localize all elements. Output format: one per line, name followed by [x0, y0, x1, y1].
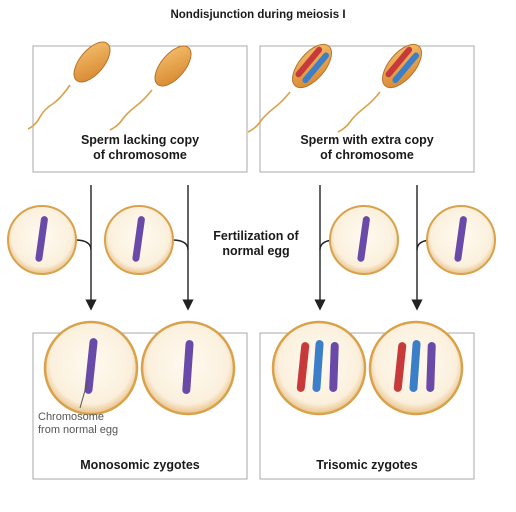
panel-trisomic [259, 332, 475, 480]
chromosome-blue [392, 52, 419, 84]
normal-egg-3 [329, 205, 399, 275]
caption-line-2: normal egg [222, 244, 290, 258]
sperm-extra-2 [337, 43, 422, 133]
normal-egg-4 [426, 205, 496, 275]
monosomic-zygote-1 [43, 320, 139, 416]
panel-monosomic [32, 332, 248, 480]
chromosome-blue [312, 340, 324, 392]
join-line-1 [74, 239, 92, 251]
chromosome-purple [35, 216, 48, 262]
caption-trisomic: Trisomic zygotes [316, 458, 418, 472]
annotation-leader [79, 379, 89, 409]
chromosome-red [385, 46, 413, 78]
caption-line-1: Fertilization of [213, 229, 299, 243]
caption-sperm-lacking: Sperm lacking copy of chromosome [33, 133, 247, 163]
chromosome-purple [182, 340, 194, 394]
sperm-extra-1 [247, 43, 332, 133]
normal-egg-1 [7, 205, 77, 275]
annotation-chromosome: Chromosome from normal egg [38, 411, 118, 437]
sperm-lacking-2 [109, 45, 192, 131]
chromosome-purple [454, 216, 467, 262]
monosomic-zygote-2 [140, 320, 236, 416]
caption-line-2: of chromosome [320, 148, 414, 162]
chromosome-purple [329, 342, 339, 392]
join-line-2 [171, 239, 189, 251]
caption-sperm-extra: Sperm with extra copy of chromosome [260, 133, 474, 163]
caption-fertilization: Fertilization of normal egg [196, 229, 316, 259]
chromosome-purple [426, 342, 436, 392]
annotation-line-2: from normal egg [38, 424, 119, 436]
trisomic-zygote-1 [271, 320, 367, 416]
chromosome-red [393, 342, 407, 392]
chromosome-red [295, 46, 323, 78]
chromosome-blue [302, 52, 329, 84]
panel-sperm-lacking [32, 45, 248, 173]
caption-line-1: Sperm lacking copy [80, 133, 200, 147]
annotation-line-1: Chromosome [38, 411, 105, 423]
chromosome-blue [409, 340, 421, 392]
caption-monosomic: Monosomic zygotes [80, 458, 200, 472]
panel-sperm-extra [259, 45, 475, 173]
sperm-lacking-1 [27, 41, 111, 130]
trisomic-zygote-2 [368, 320, 464, 416]
chromosome-purple [132, 216, 145, 262]
chromosome-red [296, 342, 310, 392]
caption-line-2: of chromosome [93, 148, 187, 162]
chromosome-purple [357, 216, 370, 262]
caption-line-1: Sperm with extra copy [300, 133, 434, 147]
diagram-title: Nondisjunction during meiosis I [170, 9, 346, 21]
normal-egg-2 [104, 205, 174, 275]
